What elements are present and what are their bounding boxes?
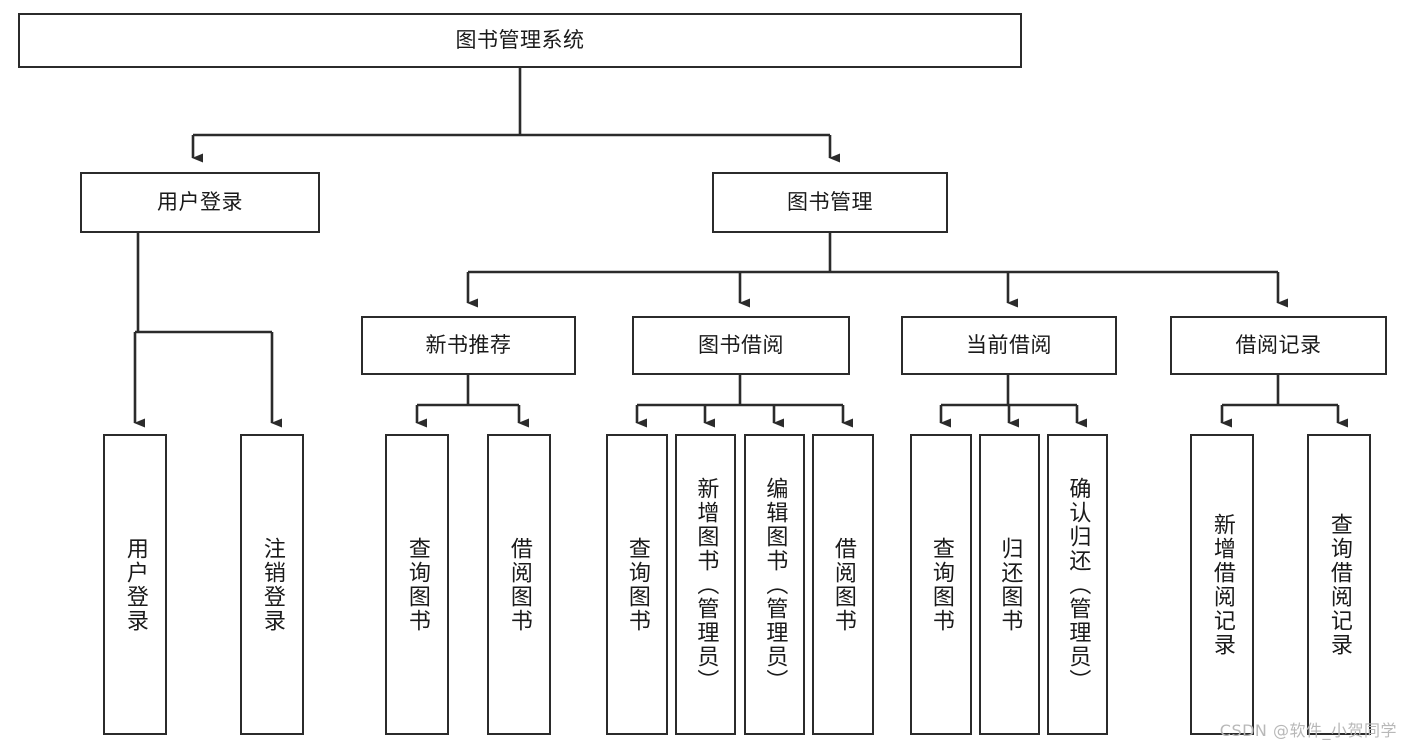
node-leaf-query-book-1[interactable]: 查询图书	[385, 434, 449, 735]
node-leaf-return-book-label: 归还图书	[997, 536, 1023, 633]
node-root[interactable]: 图书管理系统	[18, 13, 1022, 68]
node-leaf-add-book[interactable]: 新增图书（管理员）	[675, 434, 736, 735]
node-leaf-query-book-3[interactable]: 查询图书	[910, 434, 972, 735]
node-borrow-record-label: 借阅记录	[1235, 332, 1322, 357]
node-leaf-edit-book[interactable]: 编辑图书（管理员）	[744, 434, 805, 735]
node-borrow-record[interactable]: 借阅记录	[1170, 316, 1387, 375]
node-leaf-user-login[interactable]: 用户登录	[103, 434, 167, 735]
node-book-borrow[interactable]: 图书借阅	[632, 316, 850, 375]
node-current-borrow-label: 当前借阅	[966, 332, 1052, 357]
node-leaf-query-book-3-label: 查询图书	[928, 536, 954, 633]
node-leaf-borrow-book-1[interactable]: 借阅图书	[487, 434, 551, 735]
node-leaf-borrow-book-2-label: 借阅图书	[830, 536, 856, 633]
node-user-login[interactable]: 用户登录	[80, 172, 320, 233]
node-book-borrow-label: 图书借阅	[698, 332, 784, 357]
node-leaf-query-record[interactable]: 查询借阅记录	[1307, 434, 1371, 735]
node-leaf-edit-book-label: 编辑图书（管理员）	[762, 476, 788, 693]
node-new-book-recommend[interactable]: 新书推荐	[361, 316, 576, 375]
node-leaf-user-login-label: 用户登录	[122, 536, 148, 633]
node-leaf-confirm-return-label: 确认归还（管理员）	[1065, 476, 1091, 693]
node-leaf-confirm-return[interactable]: 确认归还（管理员）	[1047, 434, 1108, 735]
node-leaf-logout[interactable]: 注销登录	[240, 434, 304, 735]
node-leaf-add-record[interactable]: 新增借阅记录	[1190, 434, 1254, 735]
node-leaf-query-book-2-label: 查询图书	[624, 536, 650, 633]
node-leaf-query-record-label: 查询借阅记录	[1326, 512, 1352, 657]
node-leaf-add-record-label: 新增借阅记录	[1209, 512, 1235, 657]
node-leaf-logout-label: 注销登录	[259, 536, 285, 633]
node-leaf-query-book-1-label: 查询图书	[404, 536, 430, 633]
csdn-watermark: CSDN @软件_小贺同学	[1219, 721, 1397, 740]
node-leaf-borrow-book-1-label: 借阅图书	[506, 536, 532, 633]
node-new-book-recommend-label: 新书推荐	[425, 332, 512, 357]
node-root-label: 图书管理系统	[455, 27, 585, 52]
node-book-manage[interactable]: 图书管理	[712, 172, 948, 233]
node-leaf-query-book-2[interactable]: 查询图书	[606, 434, 668, 735]
node-book-manage-label: 图书管理	[787, 189, 873, 214]
node-user-login-label: 用户登录	[157, 189, 243, 214]
node-leaf-borrow-book-2[interactable]: 借阅图书	[812, 434, 874, 735]
node-current-borrow[interactable]: 当前借阅	[901, 316, 1117, 375]
node-leaf-add-book-label: 新增图书（管理员）	[693, 476, 719, 693]
node-leaf-return-book[interactable]: 归还图书	[979, 434, 1040, 735]
